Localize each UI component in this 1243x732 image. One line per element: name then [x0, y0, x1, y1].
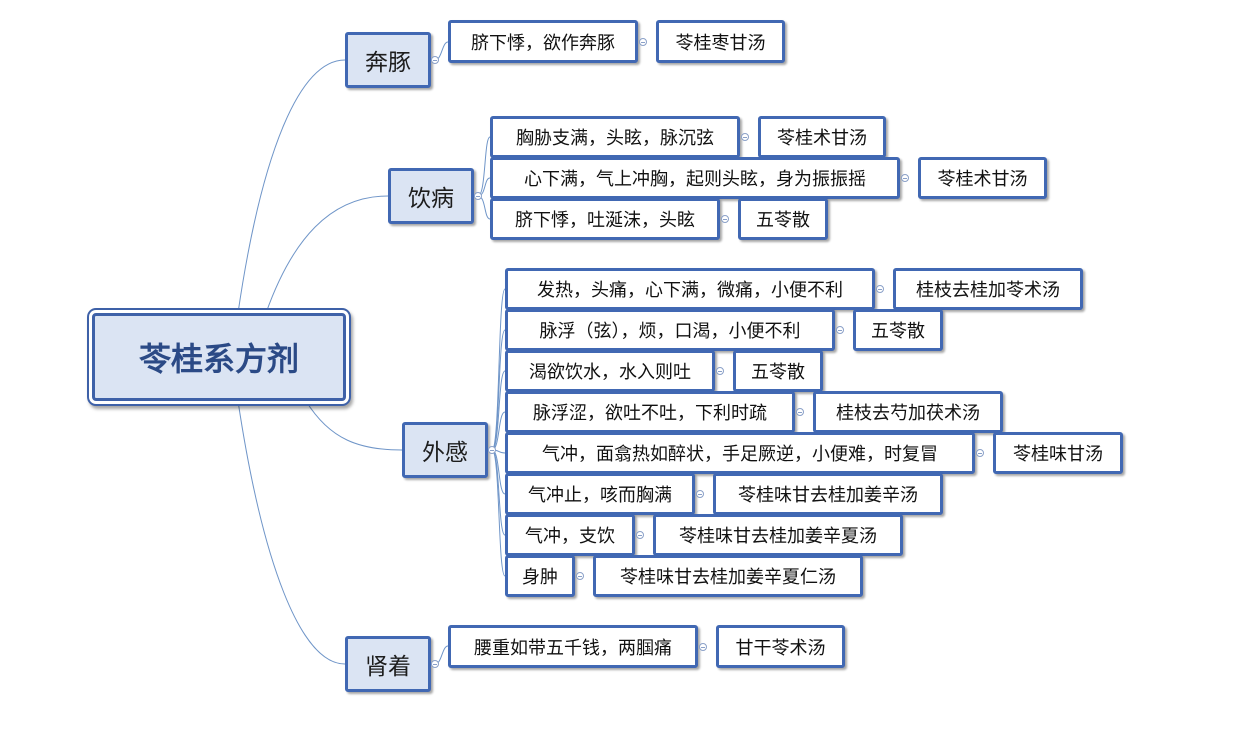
collapse-toggle-icon[interactable] [431, 56, 439, 64]
symptom-node[interactable]: 腰重如带五千钱，两腘痛 [448, 625, 698, 668]
collapse-toggle-icon[interactable] [639, 38, 647, 46]
branch-bentun[interactable]: 奔豚 [345, 32, 431, 88]
branch-yinbing[interactable]: 饮病 [388, 168, 474, 224]
connector-line [477, 136, 491, 197]
formula-node[interactable]: 五苓散 [738, 198, 828, 240]
collapse-toggle-icon[interactable] [796, 408, 804, 416]
symptom-node[interactable]: 发热，头痛，心下满，微痛，小便不利 [505, 268, 875, 310]
formula-node[interactable]: 甘干苓术汤 [716, 625, 845, 668]
collapse-toggle-icon[interactable] [636, 531, 644, 539]
collapse-toggle-icon[interactable] [431, 660, 439, 668]
symptom-node[interactable]: 脉浮涩，欲吐不吐，下利时疏 [505, 391, 795, 433]
connector-line [237, 59, 346, 314]
connector-line [265, 195, 389, 314]
collapse-toggle-icon[interactable] [741, 133, 749, 141]
collapse-toggle-icon[interactable] [699, 643, 707, 651]
symptom-node[interactable]: 脐下悸，吐涎沫，头眩 [490, 198, 720, 240]
formula-node[interactable]: 桂枝去桂加苓术汤 [893, 268, 1083, 310]
formula-node[interactable]: 苓桂术甘汤 [758, 116, 886, 158]
symptom-node[interactable]: 心下满，气上冲胸，起则头眩，身为振振摇 [490, 157, 900, 199]
root-node[interactable]: 苓桂系方剂 [92, 313, 346, 401]
collapse-toggle-icon[interactable] [716, 367, 724, 375]
formula-node[interactable]: 五苓散 [853, 309, 943, 351]
formula-node[interactable]: 五苓散 [733, 350, 823, 392]
formula-node[interactable]: 苓桂术甘汤 [918, 157, 1047, 199]
formula-node[interactable]: 苓桂味甘汤 [993, 432, 1123, 474]
formula-node[interactable]: 苓桂枣甘汤 [656, 20, 785, 63]
formula-node[interactable]: 苓桂味甘去桂加姜辛夏汤 [653, 514, 903, 556]
connector-line [305, 400, 403, 451]
connector-line [491, 449, 506, 577]
symptom-node[interactable]: 胸胁支满，头眩，脉沉弦 [490, 116, 740, 158]
collapse-toggle-icon[interactable] [901, 174, 909, 182]
collapse-toggle-icon[interactable] [976, 449, 984, 457]
formula-node[interactable]: 桂枝去芍加茯术汤 [813, 391, 1003, 433]
symptom-node[interactable]: 渴欲饮水，水入则吐 [505, 350, 715, 392]
symptom-node[interactable]: 气冲，支饮 [505, 514, 635, 556]
collapse-toggle-icon[interactable] [836, 326, 844, 334]
connector-line [237, 400, 346, 665]
formula-node[interactable]: 苓桂味甘去桂加姜辛汤 [713, 473, 943, 515]
collapse-toggle-icon[interactable] [721, 215, 729, 223]
symptom-node[interactable]: 气冲，面翕热如醉状，手足厥逆，小便难，时复冒 [505, 432, 975, 474]
collapse-toggle-icon[interactable] [474, 192, 482, 200]
formula-node[interactable]: 苓桂味甘去桂加姜辛夏仁汤 [593, 555, 863, 597]
collapse-toggle-icon[interactable] [696, 490, 704, 498]
connector-line [491, 288, 506, 451]
collapse-toggle-icon[interactable] [876, 285, 884, 293]
branch-waigan[interactable]: 外感 [402, 422, 488, 478]
symptom-node[interactable]: 脉浮（弦），烦，口渴，小便不利 [505, 309, 835, 351]
symptom-node[interactable]: 脐下悸，欲作奔豚 [448, 20, 638, 63]
collapse-toggle-icon[interactable] [488, 446, 496, 454]
symptom-node[interactable]: 气冲止，咳而胸满 [505, 473, 695, 515]
collapse-toggle-icon[interactable] [576, 572, 584, 580]
symptom-node[interactable]: 身肿 [505, 555, 575, 597]
branch-shenzhuo[interactable]: 肾着 [345, 636, 431, 692]
